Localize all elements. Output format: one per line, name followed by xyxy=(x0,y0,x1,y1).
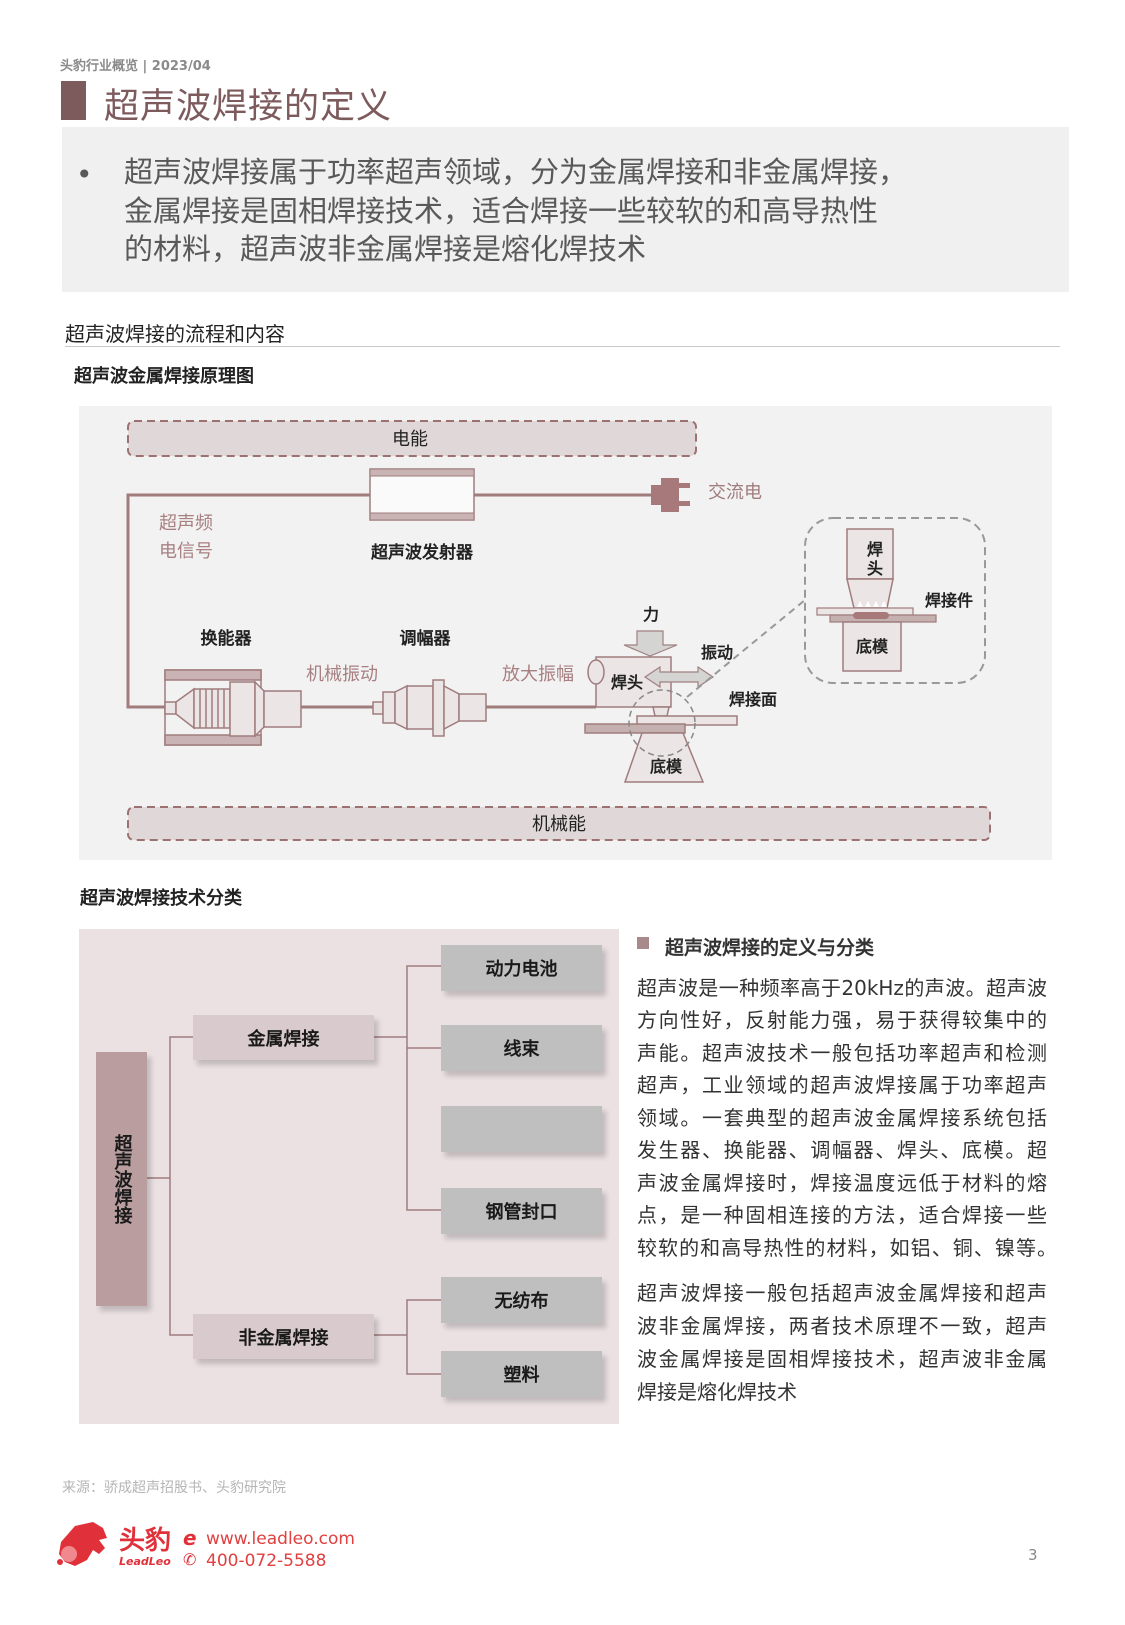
weld-nugget xyxy=(853,612,889,619)
booster-icon xyxy=(372,679,487,737)
definition-line: 超声波是一种频率高于20kHz的声波。超声波 xyxy=(637,976,1047,1000)
web-icon: e xyxy=(183,1526,197,1550)
transducer-icon xyxy=(164,669,302,746)
nonmetal-welding-node: 非金属焊接 xyxy=(193,1314,374,1359)
signal-wire xyxy=(126,493,370,709)
inset-horn-label: 焊 xyxy=(867,540,883,559)
definition-line: 方向性好，反射能力强，易于获得较集中的 xyxy=(637,1008,1047,1032)
square-bullet-icon xyxy=(637,937,649,949)
vibration-arrow-icon xyxy=(643,665,715,689)
definition-line: 领域。一套典型的超声波金属焊接系统包括 xyxy=(637,1106,1047,1130)
report-header: 头豹行业概览 | 2023/04 xyxy=(60,59,211,74)
definition-line: 焊接是熔化焊技术 xyxy=(637,1380,797,1404)
mech-vibration-label: 机械振动 xyxy=(306,664,378,685)
mechanical-energy-label: 机械能 xyxy=(532,814,586,835)
vibration-label: 振动 xyxy=(701,643,733,662)
app-node: 无纺布 xyxy=(441,1277,602,1323)
inset-anvil-icon xyxy=(842,621,902,672)
classification-heading: 超声波焊接技术分类 xyxy=(80,888,242,909)
principle-diagram: 电能 交流电 超声频 电信号 超声波发射器 换能器 调幅器 机械振动 放大振幅 xyxy=(126,420,991,841)
definition-line: 声波金属焊接时，焊接温度远低于材料的熔 xyxy=(637,1171,1047,1195)
electric-energy-label: 电能 xyxy=(392,429,428,450)
anvil-label: 底模 xyxy=(650,757,683,776)
summary-box xyxy=(62,127,1069,292)
app-node: 塑料 xyxy=(441,1351,602,1397)
summary-line: 金属焊接是固相焊接技术，适合焊接一些较软的和高导热性 xyxy=(124,194,879,228)
divider xyxy=(65,346,1060,347)
definition-line: 点，是一种固相连接的方法，适合焊接一些 xyxy=(637,1203,1047,1227)
metal-welding-node: 金属焊接 xyxy=(193,1015,374,1060)
app-node: 动力电池 xyxy=(441,945,602,991)
source-note: 来源：骄成超声招股书、头豹研究院 xyxy=(62,1480,286,1496)
root-node: 超声波焊接 xyxy=(96,1052,147,1306)
section-heading: 超声波焊接的流程和内容 xyxy=(65,322,285,346)
electric-energy-band xyxy=(127,420,697,457)
page-title: 超声波焊接的定义 xyxy=(104,87,393,127)
zoom-leader xyxy=(686,599,806,698)
transducer-label: 换能器 xyxy=(201,628,253,649)
inset-anvil-label: 底模 xyxy=(856,637,889,656)
inset-horn-label: 头 xyxy=(867,559,883,578)
signal-label: 电信号 xyxy=(159,541,213,562)
app-node: 钢管封口 xyxy=(441,1188,602,1234)
workpiece-bottom xyxy=(584,723,686,734)
generator-icon xyxy=(369,468,475,521)
inset-horn-icon xyxy=(846,528,894,609)
amplify-label: 放大振幅 xyxy=(502,664,574,685)
definition-line: 波金属焊接是固相焊接技术，超声波非金属 xyxy=(637,1347,1047,1371)
ac-power-label: 交流电 xyxy=(708,482,762,503)
leopard-logo-icon xyxy=(57,1522,107,1566)
definition-line: 发生器、换能器、调幅器、焊头、底模。超 xyxy=(637,1138,1047,1162)
definition-heading: 超声波焊接的定义与分类 xyxy=(665,937,875,959)
plug-icon xyxy=(651,478,690,512)
principle-heading: 超声波金属焊接原理图 xyxy=(74,366,254,387)
definition-line: 波非金属焊接，两者技术原理不一致，超声 xyxy=(637,1314,1047,1338)
booster-label: 调幅器 xyxy=(400,628,452,649)
brand-name-en: LeadLeo xyxy=(119,1555,171,1568)
inset-frame xyxy=(804,517,986,684)
title-marker xyxy=(61,81,86,120)
website-link[interactable]: www.leadleo.com xyxy=(206,1529,355,1549)
phone-icon: ✆ xyxy=(183,1550,197,1569)
definition-line: 超声波焊接一般包括超声波金属焊接和超声 xyxy=(637,1281,1047,1305)
generator-label: 超声波发射器 xyxy=(371,542,474,563)
definition-line: 声能。超声波技术一般包括功率超声和检测 xyxy=(637,1041,1047,1065)
workpiece-top xyxy=(636,715,738,726)
signal-label: 超声频 xyxy=(159,513,213,534)
brand-name: 头豹 xyxy=(119,1526,172,1556)
force-arrow-icon xyxy=(623,630,678,657)
definition-line: 较软的和高导热性的材料，如铝、铜、镍等。 xyxy=(637,1236,1057,1260)
bullet-icon: • xyxy=(76,158,93,191)
zoom-circle xyxy=(628,689,696,757)
force-label: 力 xyxy=(643,605,659,624)
app-node-empty xyxy=(441,1106,602,1152)
workpiece-label: 焊接件 xyxy=(925,591,973,610)
summary-line: 超声波焊接属于功率超声领域，分为金属焊接和非金属焊接， xyxy=(124,155,908,189)
app-node: 线束 xyxy=(441,1025,602,1071)
definition-line: 超声，工业领域的超声波焊接属于功率超声 xyxy=(637,1073,1047,1097)
weld-face-label: 焊接面 xyxy=(729,690,777,709)
anvil-icon xyxy=(623,732,705,783)
horn-label: 焊头 xyxy=(611,673,643,692)
summary-line: 的材料，超声波非金属焊接是熔化焊技术 xyxy=(124,232,647,266)
page-number: 3 xyxy=(1028,1546,1038,1564)
phone-number: 400-072-5588 xyxy=(206,1551,327,1571)
mechanical-energy-band xyxy=(127,806,991,841)
